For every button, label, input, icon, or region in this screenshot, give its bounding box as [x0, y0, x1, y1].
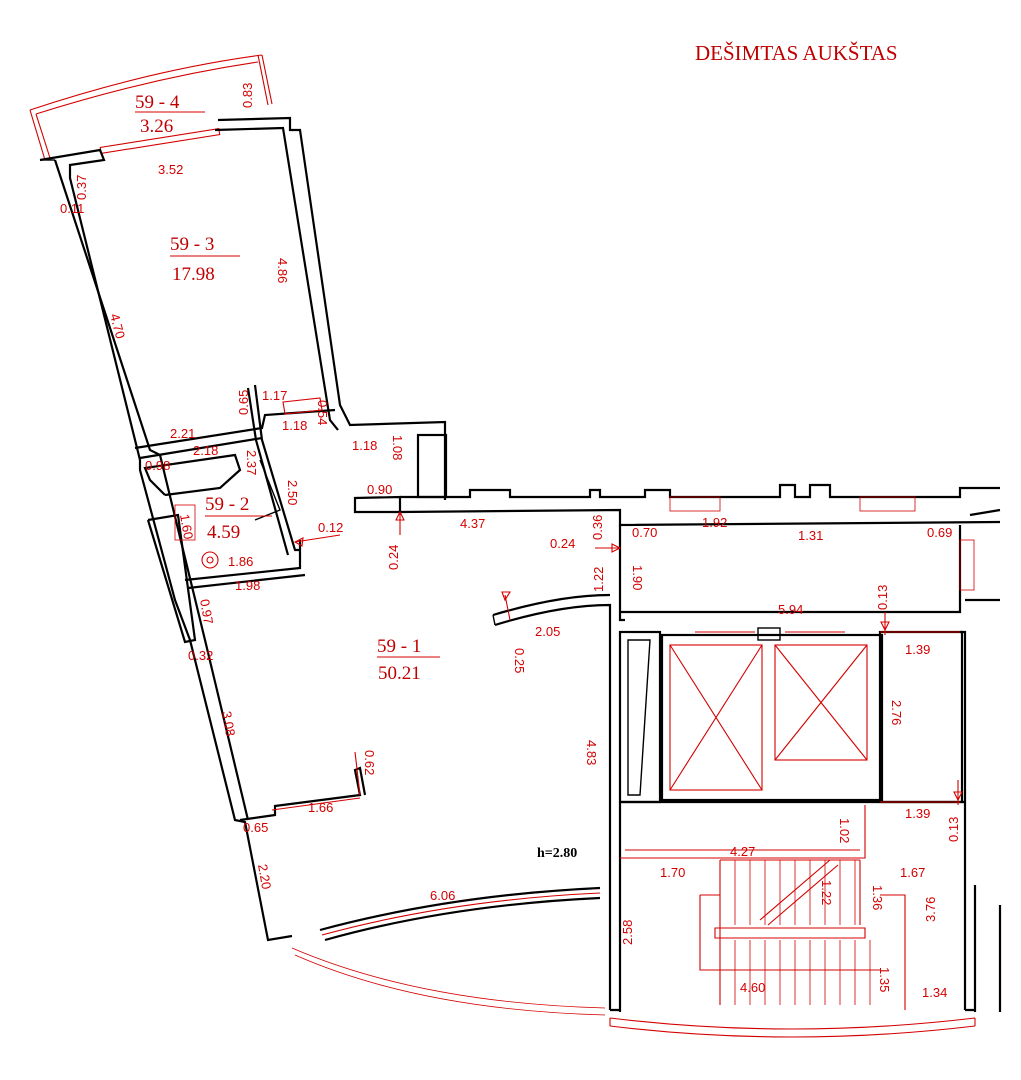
- room-label-59-1: 59 - 1 50.21: [377, 636, 440, 684]
- dim-label: 0.13: [875, 585, 890, 610]
- dim-label: 1.17: [262, 388, 287, 403]
- ceiling-height-label: h=2.80: [537, 846, 577, 861]
- dim-label: 0.32: [188, 648, 213, 663]
- dim-label: 0.90: [367, 482, 392, 497]
- exterior-walls-left-wing: [39, 116, 447, 942]
- dim-label: 2.18: [193, 443, 218, 458]
- dim-label: 4.83: [584, 740, 599, 765]
- dim-label: 0.98: [145, 458, 170, 473]
- dim-label: 4.37: [460, 516, 485, 531]
- room-id: 59 - 4: [135, 92, 180, 113]
- dim-label: 1.18: [352, 438, 377, 453]
- dim-label: 1.39: [905, 642, 930, 657]
- dim-label: 1.08: [390, 435, 405, 460]
- dim-label: 3.52: [158, 162, 183, 177]
- room-label-59-2: 59 - 2 4.59: [205, 494, 272, 543]
- dim-label: 0.70: [632, 525, 657, 540]
- dim-label: 0.83: [240, 83, 255, 108]
- dim-label: 0.69: [927, 525, 952, 540]
- dimension-markers: [174, 397, 963, 811]
- dim-label: 0.65: [236, 390, 251, 415]
- dim-label: 2.21: [170, 426, 195, 441]
- dimension-labels: 0.83 3.52 0.37 0.11 4.86 4.70 0.65 1.17 …: [60, 83, 961, 1000]
- room-id: 59 - 1: [377, 636, 421, 657]
- dim-label: 1.92: [702, 515, 727, 530]
- dim-label: 4.70: [107, 312, 128, 340]
- dim-label: 3.08: [219, 710, 238, 738]
- dim-label: 2.50: [285, 480, 300, 505]
- dim-label: 1.02: [837, 818, 852, 843]
- dim-label: 2.05: [535, 624, 560, 639]
- dim-label: 1.86: [228, 554, 253, 569]
- dim-label: 0.36: [590, 515, 605, 540]
- main-room-walls: [291, 593, 612, 1016]
- room-label-59-3: 59 - 3 17.98: [170, 234, 240, 285]
- dim-label: 4.60: [740, 980, 765, 995]
- dim-label: 1.22: [591, 567, 606, 592]
- dim-label: 5.94: [778, 602, 803, 617]
- dim-label: 0.24: [386, 545, 401, 570]
- dim-label: 1.66: [308, 800, 333, 815]
- dim-label: 2.37: [244, 450, 259, 475]
- dim-label: 2.58: [620, 920, 635, 945]
- stairwell: [609, 800, 1002, 1038]
- dim-label: 0.65: [243, 820, 268, 835]
- dim-label: 4.86: [275, 258, 290, 283]
- room-area: 50.21: [378, 663, 421, 684]
- interior-walls: [134, 384, 367, 822]
- dim-label: 1.31: [798, 528, 823, 543]
- dim-label: 1.70: [660, 865, 685, 880]
- floor-title: DEŠIMTAS AUKŠTAS: [695, 41, 898, 65]
- dim-label: 0.12: [318, 520, 343, 535]
- room-area: 3.26: [140, 116, 173, 137]
- dim-label: 1.35: [877, 967, 892, 992]
- dim-label: 1.90: [630, 565, 645, 590]
- dim-label: 0.62: [362, 750, 377, 775]
- dim-label: 0.13: [946, 817, 961, 842]
- room-id: 59 - 2: [205, 494, 249, 515]
- corridor-walls: [353, 433, 1001, 622]
- dim-label: 1.60: [177, 513, 196, 541]
- dim-label: 2.76: [889, 700, 904, 725]
- stair-treads: [734, 860, 871, 1005]
- dim-label: 4.27: [730, 844, 755, 859]
- dim-label: 0.97: [197, 598, 216, 626]
- dim-label: 1.98: [235, 578, 260, 593]
- dim-label: 1.18: [282, 418, 307, 433]
- dim-label: 2.20: [255, 863, 274, 891]
- dim-label: 0.24: [550, 536, 575, 551]
- dim-label: 1.39: [905, 806, 930, 821]
- dim-label: 1.34: [922, 985, 947, 1000]
- dim-label: 1.67: [900, 865, 925, 880]
- dim-label: 0.25: [512, 648, 527, 673]
- corridor-windows: [669, 496, 975, 591]
- room-id: 59 - 3: [170, 234, 214, 255]
- dim-label: 1.22: [819, 880, 834, 905]
- dim-label: 6.06: [430, 888, 455, 903]
- room-area: 4.59: [207, 522, 240, 543]
- room-label-59-4: 59 - 4 3.26: [135, 92, 205, 137]
- dim-label: 1.36: [870, 885, 885, 910]
- dim-label: 3.76: [923, 897, 938, 922]
- dim-label: 0.54: [315, 400, 330, 425]
- room-area: 17.98: [172, 264, 215, 285]
- dim-label: 0.37: [74, 175, 89, 200]
- dim-label: 0.11: [60, 201, 84, 216]
